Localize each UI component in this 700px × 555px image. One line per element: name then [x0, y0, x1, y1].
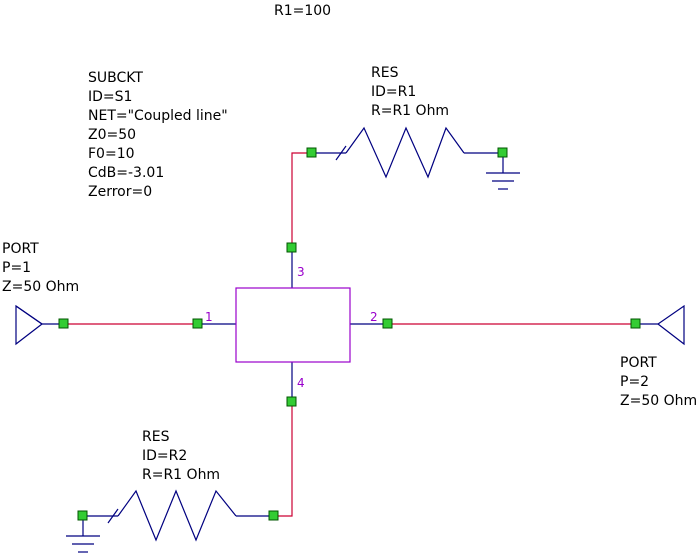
subckt-pin1-label: 1 — [205, 310, 213, 324]
ground-r2-icon — [66, 516, 100, 553]
wires — [64, 152, 636, 517]
node-port1[interactable] — [58, 318, 69, 329]
wire-pin4-to-res2[interactable] — [274, 402, 293, 517]
res1-value-label: R=R1 Ohm — [371, 103, 449, 119]
port1-type-label: PORT — [2, 241, 39, 257]
node-subckt-pin2[interactable] — [382, 318, 393, 329]
port2-symbol[interactable] — [636, 304, 685, 346]
subckt-net-label: NET="Coupled line" — [88, 108, 228, 124]
subckt-s1[interactable]: 1 2 3 4 — [198, 248, 388, 402]
port2-p-label: P=2 — [620, 374, 649, 390]
subckt-zerror-label: Zerror=0 — [88, 184, 152, 200]
port2-z-label: Z=50 Ohm — [620, 393, 697, 409]
node-port2[interactable] — [630, 318, 641, 329]
node-res1-left[interactable] — [306, 147, 317, 158]
port1-label-group: PORT P=1 Z=50 Ohm — [2, 241, 79, 295]
port1-edge-top — [15, 305, 43, 325]
res1-zigzag — [345, 126, 465, 179]
res1-type-label: RES — [371, 65, 399, 81]
node-res1-right[interactable] — [497, 147, 508, 158]
nodes — [58, 147, 641, 521]
node-subckt-pin4[interactable] — [286, 396, 297, 407]
subckt-type-label: SUBCKT — [88, 70, 143, 86]
res2-zigzag — [117, 489, 237, 542]
ground-r1-icon — [486, 153, 520, 190]
port1-body — [15, 304, 44, 346]
port2-type-label: PORT — [620, 355, 657, 371]
subckt-id-label: ID=S1 — [88, 89, 132, 105]
port2-body — [656, 304, 685, 346]
res2-tick — [107, 508, 119, 524]
subckt-f0-label: F0=10 — [88, 146, 135, 162]
subckt-block[interactable] — [235, 287, 351, 363]
subckt-pin3-label: 3 — [297, 265, 305, 279]
subckt-label-group: SUBCKT ID=S1 NET="Coupled line" Z0=50 F0… — [88, 70, 228, 200]
res2-value-label: R=R1 Ohm — [142, 467, 220, 483]
equation-r1: R1=100 — [274, 3, 331, 19]
resistor-r1[interactable] — [312, 126, 503, 179]
port1-p-label: P=1 — [2, 260, 31, 276]
node-subckt-pin1[interactable] — [192, 318, 203, 329]
resistor-r2[interactable] — [83, 489, 274, 542]
res1-id-label: ID=R1 — [371, 84, 416, 100]
res2-label-group: RES ID=R2 R=R1 Ohm — [142, 429, 220, 483]
res2-id-label: ID=R2 — [142, 448, 187, 464]
subckt-cdb-label: CdB=-3.01 — [88, 165, 164, 181]
node-res2-left[interactable] — [77, 510, 88, 521]
wire-pin3-to-res1[interactable] — [291, 152, 312, 248]
node-res2-right[interactable] — [268, 510, 279, 521]
port1-symbol[interactable] — [15, 304, 64, 346]
port1-z-label: Z=50 Ohm — [2, 279, 79, 295]
port2-label-group: PORT P=2 Z=50 Ohm — [620, 355, 697, 409]
res1-tick — [335, 145, 347, 161]
node-subckt-pin3[interactable] — [286, 242, 297, 253]
subckt-pin2-label: 2 — [370, 310, 378, 324]
res1-label-group: RES ID=R1 R=R1 Ohm — [371, 65, 449, 119]
subckt-pin4-label: 4 — [297, 376, 305, 390]
subckt-z0-label: Z0=50 — [88, 127, 136, 143]
res2-type-label: RES — [142, 429, 170, 445]
